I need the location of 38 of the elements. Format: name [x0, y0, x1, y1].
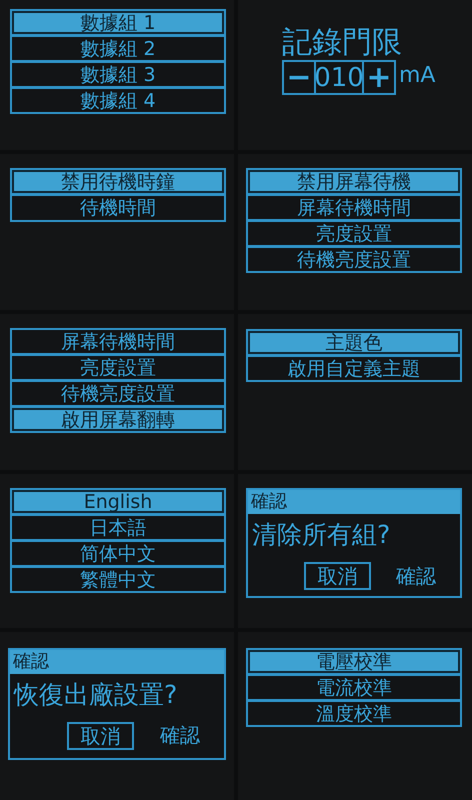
selected-menu-item: 數據組 1 [10, 9, 226, 36]
menu-item: 屏幕待機時間 [10, 328, 226, 355]
menu-item: 亮度設置 [246, 220, 462, 247]
button: 取消 [304, 562, 371, 590]
button: + [362, 60, 396, 95]
dialog-box [246, 488, 462, 598]
selected-menu-item: 電壓校準 [246, 648, 462, 675]
dialog-message: 清除所有組? [252, 519, 390, 551]
menu-item: 溫度校準 [246, 700, 462, 727]
menu-item: 數據組 4 [10, 87, 226, 114]
selected-menu-item: 禁用待機時鐘 [10, 168, 226, 195]
menu-item: 日本語 [10, 514, 226, 541]
screen-title: 記錄門限 [282, 24, 402, 62]
button: − [282, 60, 316, 95]
selected-menu-item: 主題色 [246, 329, 462, 356]
menu-item: 電流校準 [246, 674, 462, 701]
menu-item: 啟用自定義主題 [246, 355, 462, 382]
dialog-title-bar: 確認 [10, 650, 224, 674]
menu-item: 數據組 3 [10, 61, 226, 88]
dialog-message: 恢復出廠設置? [14, 679, 178, 711]
menu-item: 待機亮度設置 [10, 380, 226, 407]
selected-menu-item: 禁用屏幕待機 [246, 168, 462, 195]
dialog-title-bar: 確認 [248, 490, 460, 514]
menu-item: 待機亮度設置 [246, 246, 462, 273]
selected-menu-item: 啟用屏幕翻轉 [10, 406, 226, 433]
dialog-box [8, 648, 226, 760]
menu-item: 待機時間 [10, 194, 226, 222]
option-text: 確認 [160, 722, 200, 749]
button: 取消 [67, 722, 134, 750]
unit-label: mA [399, 63, 436, 88]
menu-item: 简体中文 [10, 540, 226, 567]
menu-item: 亮度設置 [10, 354, 226, 381]
menu-item: 數據組 2 [10, 35, 226, 62]
menu-item: 繁體中文 [10, 566, 226, 593]
selected-menu-item: English [10, 488, 226, 515]
menu-item: 屏幕待機時間 [246, 194, 462, 221]
option-text: 確認 [396, 563, 436, 590]
value-field: 010 [314, 60, 364, 95]
